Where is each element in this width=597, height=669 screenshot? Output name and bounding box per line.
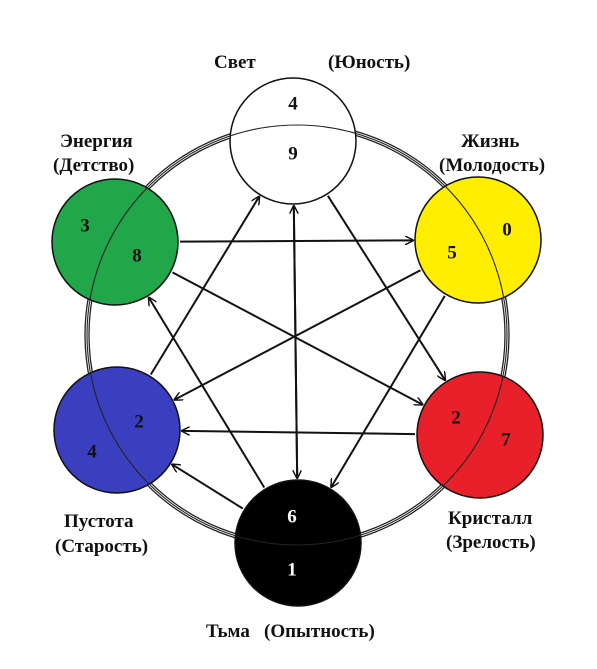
edge-arrow-tma-energiya: [149, 298, 266, 488]
node-number-kristall-2: 2: [451, 407, 461, 428]
node-kristall: 72: [416, 371, 544, 499]
label-kristall-subtitle: (Зрелость): [446, 532, 536, 553]
node-number-svet-1: 4: [288, 93, 298, 114]
label-energiya-subtitle: (Детство): [53, 155, 135, 176]
node-number-kristall-1: 7: [501, 429, 511, 450]
edge-arrow-energiya-zhizn: [179, 240, 413, 241]
node-number-energiya-2: 8: [132, 245, 142, 266]
label-energiya-title: Энергия: [60, 131, 133, 152]
node-circle-energiya: [51, 178, 179, 306]
node-tma: 61: [234, 479, 362, 607]
node-circle-tma: [234, 479, 362, 607]
label-zhizn-title: Жизнь: [461, 131, 520, 152]
node-pustota: 24: [53, 366, 181, 494]
node-number-zhizn-1: 0: [502, 219, 512, 240]
label-kristall-title: Кристалл: [448, 508, 533, 529]
node-number-energiya-1: 3: [80, 215, 90, 236]
label-tma-title: Тьма: [206, 621, 250, 642]
node-number-zhizn-2: 5: [447, 242, 457, 263]
label-zhizn-subtitle: (Молодость): [439, 155, 546, 176]
edge-arrow-tma-pustota: [172, 464, 244, 510]
edges-layer: [149, 196, 446, 510]
edge-arrow-tma-svet: [294, 206, 297, 479]
node-number-tma-2: 1: [287, 559, 297, 580]
label-tma-subtitle: (Опытность): [264, 621, 375, 642]
node-circle-kristall: [416, 371, 544, 499]
node-circle-svet: [229, 77, 357, 205]
node-number-svet-2: 9: [288, 143, 298, 164]
label-pustota-title: Пустота: [64, 511, 134, 532]
node-number-tma-1: 6: [287, 506, 297, 527]
node-circle-zhizn: [414, 176, 542, 304]
label-svet-title: Свет: [214, 52, 256, 73]
label-pustota-subtitle: (Старость): [55, 536, 149, 557]
ring-overlay-line: [86, 124, 508, 546]
edge-arrow-zhizn-tma: [331, 295, 446, 487]
node-zhizn: 05: [414, 176, 542, 304]
node-number-pustota-1: 2: [134, 411, 144, 432]
edge-arrow-pustota-svet: [149, 197, 259, 376]
node-circle-pustota: [53, 366, 181, 494]
edge-arrow-zhizn-pustota: [175, 269, 421, 399]
edge-arrow-kristall-pustota: [182, 431, 416, 434]
edge-arrow-energiya-kristall: [171, 271, 422, 404]
node-energiya: 38: [51, 178, 179, 306]
node-number-pustota-2: 4: [87, 441, 97, 462]
node-svet: 49: [229, 77, 357, 205]
label-svet-subtitle: (Юность): [328, 52, 411, 73]
